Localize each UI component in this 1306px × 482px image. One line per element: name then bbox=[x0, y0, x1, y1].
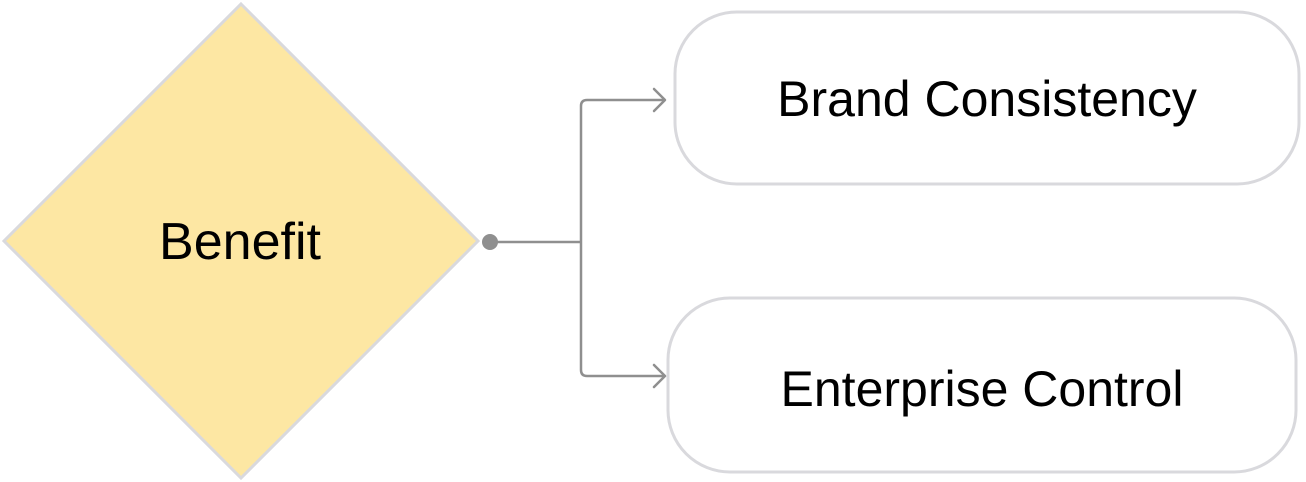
decision-diamond-shape bbox=[1, 1, 481, 481]
arrow-head-icon bbox=[652, 87, 667, 113]
outcome-label: Enterprise Control bbox=[781, 361, 1184, 417]
arrow-head-icon bbox=[652, 363, 667, 389]
connector-branch-bottom bbox=[579, 242, 665, 378]
outcome-node-enterprise-control[interactable]: Enterprise Control bbox=[666, 296, 1298, 474]
outcome-box bbox=[666, 296, 1298, 474]
decision-node[interactable]: Benefit bbox=[1, 1, 481, 481]
outcome-box bbox=[673, 10, 1301, 186]
outcome-label: Brand Consistency bbox=[777, 71, 1197, 127]
connector-branch-top bbox=[579, 98, 665, 242]
decision-label: Benefit bbox=[159, 213, 321, 271]
outcome-node-brand-consistency[interactable]: Brand Consistency bbox=[673, 10, 1301, 186]
connector-group bbox=[482, 87, 667, 389]
